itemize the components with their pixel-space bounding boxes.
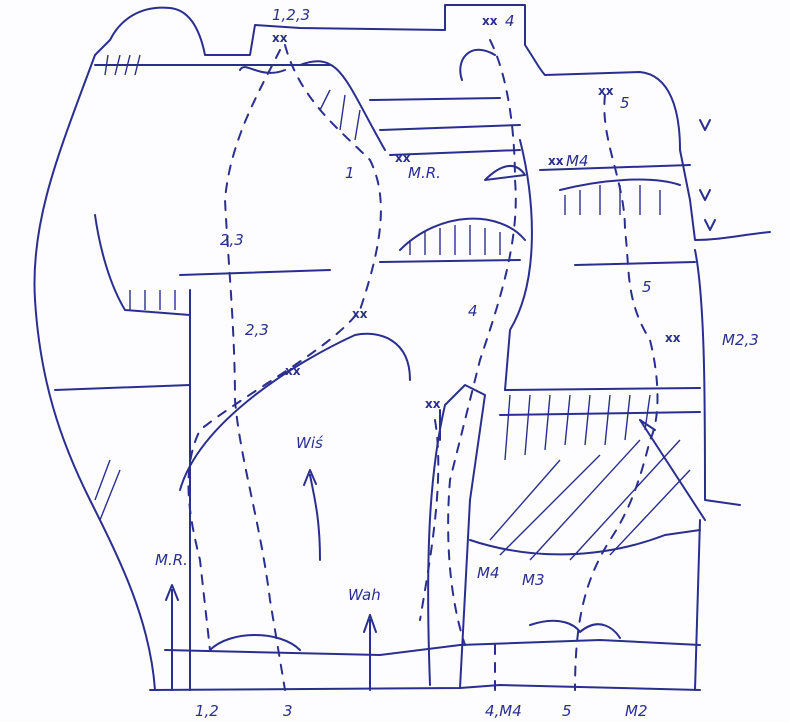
label-mr-anchor: M.R. [408,164,441,182]
label-route23-a: 2,3 [220,231,244,249]
anchor-4b: xx [425,397,441,411]
label-wah: Wah [348,586,381,604]
ground-line [164,639,701,656]
label-route5-top: 5 [620,94,630,112]
label-route4-top: 4 [505,12,515,30]
base-label-m2: M2 [625,702,648,720]
base-label-3: 3 [283,702,293,720]
base-label-5: 5 [562,702,572,720]
rock-outline [33,4,771,691]
label-route5-mid: 5 [642,278,652,296]
route-1 [187,44,382,651]
anchor-m4: xx [548,154,564,168]
route-5 [574,94,659,691]
anchor-mr: xx [395,151,411,165]
anchor-5: xx [598,84,614,98]
base-label-4m4: 4,M4 [485,702,522,720]
label-m23: M2,3 [722,331,759,349]
anchor-1: xx [352,307,368,321]
label-route23-b: 2,3 [245,321,269,339]
label-wis: Wiś [296,434,324,452]
label-route1: 1 [345,164,355,182]
route-m4 [419,419,496,691]
label-m3: M3 [522,571,545,589]
label-m4-anchor: M4 [566,152,589,170]
route-2-3 [223,49,286,691]
rock-features [94,48,706,691]
anchor-top: xx [272,31,288,45]
route-4 [447,39,517,646]
ledge-lines [54,64,701,416]
anchor-4: xx [482,14,498,28]
base-label-12: 1,2 [195,702,219,720]
label-mr-side: M.R. [155,551,188,569]
arrow-icons [165,119,716,691]
label-top-routes: 1,2,3 [272,6,310,24]
base-line [149,684,701,691]
anchor-5b: xx [665,331,681,345]
label-route4-mid: 4 [468,302,478,320]
anchor-23: xx [285,364,301,378]
label-m4: M4 [477,564,500,582]
overhang-hatching [94,54,691,561]
